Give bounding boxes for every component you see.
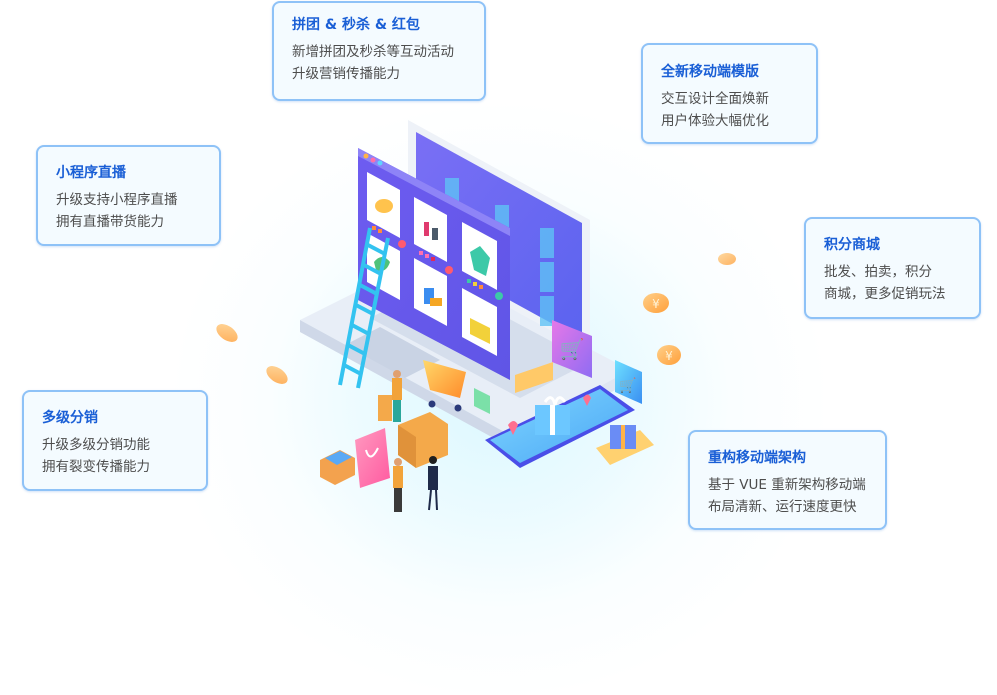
svg-text:🛒: 🛒: [619, 377, 636, 394]
svg-text:¥: ¥: [652, 297, 660, 311]
feature-desc-line: 升级支持小程序直播: [56, 192, 178, 208]
feature-title: 多级分销: [42, 410, 98, 426]
person-icon: [392, 370, 438, 512]
shopping-cart-icon: 🛒 🛒: [474, 320, 642, 414]
search-bar-icon: [515, 362, 553, 393]
feature-desc-line: 拥有直播带货能力: [56, 214, 164, 230]
shopping-cart-icon: [423, 360, 466, 412]
feature-desc-line: 用户体验大幅优化: [661, 113, 769, 129]
feature-desc-line: 布局清新、运行速度更快: [708, 499, 857, 515]
feature-desc-line: 升级多级分销功能: [42, 437, 150, 453]
svg-text:🛒: 🛒: [560, 337, 585, 361]
svg-text:¥: ¥: [665, 349, 673, 363]
feature-card-group-seckill-redpacket: 拼团 & 秒杀 & 红包 新增拼团及秒杀等互动活动 升级营销传播能力: [272, 1, 486, 101]
feature-desc-line: 升级营销传播能力: [292, 66, 400, 82]
feature-desc-line: 基于 VUE 重新架构移动端: [708, 477, 866, 493]
location-pin-icon: [583, 394, 591, 406]
feature-desc-line: 交互设计全面焕新: [661, 91, 769, 107]
feature-card-mobile-template: 全新移动端模版 交互设计全面焕新 用户体验大幅优化: [641, 43, 818, 144]
feature-card-multi-level-distribution: 多级分销 升级多级分销功能 拥有裂变传播能力: [22, 390, 208, 491]
delivery-box-icon: [320, 395, 448, 485]
feature-desc-line: 批发、拍卖，积分: [824, 264, 932, 280]
shopping-bag-icon: [355, 428, 390, 488]
feature-card-miniprogram-live: 小程序直播 升级支持小程序直播 拥有直播带货能力: [36, 145, 221, 246]
feature-title: 重构移动端架构: [708, 450, 806, 466]
ladder-icon: [338, 227, 390, 389]
coin-icon: ¥ ¥: [216, 253, 736, 384]
location-pin-icon: [508, 421, 518, 435]
feature-desc-line: 拥有裂变传播能力: [42, 459, 150, 475]
feature-title: 积分商城: [824, 237, 880, 253]
feature-title: 小程序直播: [56, 165, 126, 181]
feature-title: 全新移动端模版: [661, 64, 759, 80]
feature-card-points-mall: 积分商城 批发、拍卖，积分 商城，更多促销玩法: [804, 217, 981, 319]
feature-desc-line: 商城，更多促销玩法: [824, 286, 946, 302]
feature-desc-line: 新增拼团及秒杀等互动活动: [292, 44, 454, 60]
feature-title: 拼团 & 秒杀 & 红包: [292, 17, 420, 33]
feature-card-mobile-architecture: 重构移动端架构 基于 VUE 重新架构移动端 布局清新、运行速度更快: [688, 430, 887, 530]
gift-box-icon: [535, 396, 654, 465]
